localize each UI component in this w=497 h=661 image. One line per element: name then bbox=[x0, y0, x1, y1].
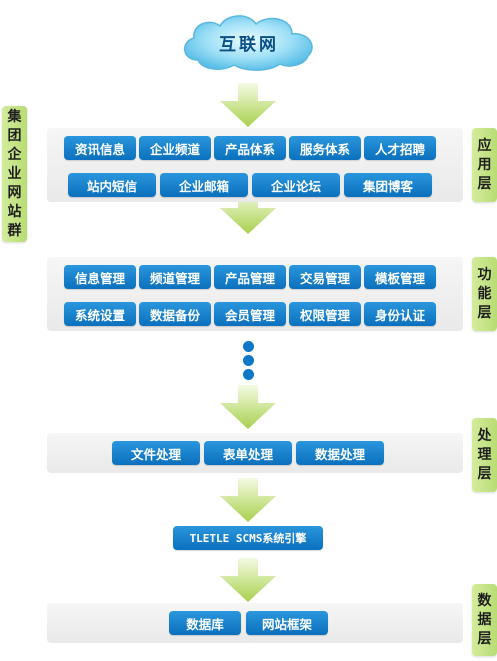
flow-arrow-3 bbox=[218, 385, 278, 429]
tab-char: 据 bbox=[477, 611, 492, 628]
cloud-icon bbox=[184, 15, 313, 71]
func-item-member-mgmt[interactable]: 会员管理 bbox=[214, 302, 286, 326]
app-item-news[interactable]: 资讯信息 bbox=[64, 136, 136, 160]
func-item-template-mgmt[interactable]: 模板管理 bbox=[364, 265, 436, 289]
func-item-info-mgmt[interactable]: 信息管理 bbox=[64, 265, 136, 289]
data-item-database[interactable]: 数据库 bbox=[169, 611, 241, 635]
proc-item-data[interactable]: 数据处理 bbox=[296, 441, 384, 465]
flow-arrow-1 bbox=[218, 83, 278, 127]
func-item-backup[interactable]: 数据备份 bbox=[139, 302, 211, 326]
internet-cloud: 互联网 bbox=[176, 12, 322, 72]
tab-char: 业 bbox=[7, 165, 22, 182]
tab-char: 能 bbox=[477, 285, 492, 302]
ellipsis-dot bbox=[243, 369, 254, 380]
tab-char: 层 bbox=[477, 630, 492, 647]
function-layer-tab: 功 能 层 bbox=[472, 257, 497, 331]
tab-char: 功 bbox=[477, 266, 492, 283]
data-item-framework[interactable]: 网站框架 bbox=[246, 611, 328, 635]
tab-char: 层 bbox=[477, 304, 492, 321]
scms-engine-pill[interactable]: TLETLE SCMS系统引擎 bbox=[173, 526, 323, 550]
application-layer-tab: 应 用 层 bbox=[472, 128, 497, 202]
tab-char: 企 bbox=[7, 146, 22, 163]
tab-char: 层 bbox=[477, 175, 492, 192]
proc-item-form[interactable]: 表单处理 bbox=[204, 441, 292, 465]
tab-char: 网 bbox=[7, 184, 22, 201]
tab-char: 用 bbox=[477, 156, 492, 173]
tab-char: 处 bbox=[477, 427, 492, 444]
app-item-email[interactable]: 企业邮箱 bbox=[160, 173, 248, 197]
app-item-recruitment[interactable]: 人才招聘 bbox=[364, 136, 436, 160]
tab-char: 站 bbox=[7, 203, 22, 220]
enterprise-site-group-tab: 集 团 企 业 网 站 群 bbox=[2, 106, 27, 242]
function-layer-panel: 信息管理 频道管理 产品管理 交易管理 模板管理 系统设置 数据备份 会员管理 … bbox=[47, 257, 463, 331]
app-item-blog[interactable]: 集团博客 bbox=[344, 173, 432, 197]
app-item-products[interactable]: 产品体系 bbox=[214, 136, 286, 160]
func-item-product-mgmt[interactable]: 产品管理 bbox=[214, 265, 286, 289]
func-item-auth[interactable]: 身份认证 bbox=[364, 302, 436, 326]
func-item-trade-mgmt[interactable]: 交易管理 bbox=[289, 265, 361, 289]
app-item-forum[interactable]: 企业论坛 bbox=[252, 173, 340, 197]
tab-char: 应 bbox=[477, 137, 492, 154]
tab-char: 集 bbox=[7, 108, 22, 125]
tab-char: 群 bbox=[7, 222, 22, 239]
internet-label: 互联网 bbox=[219, 34, 279, 55]
tab-char: 理 bbox=[477, 446, 492, 463]
tab-char: 数 bbox=[477, 592, 492, 609]
func-item-permission-mgmt[interactable]: 权限管理 bbox=[289, 302, 361, 326]
app-item-messages[interactable]: 站内短信 bbox=[68, 173, 156, 197]
processing-layer-tab: 处 理 层 bbox=[472, 418, 497, 492]
proc-item-file[interactable]: 文件处理 bbox=[112, 441, 200, 465]
flow-arrow-2 bbox=[218, 190, 278, 234]
func-item-channel-mgmt[interactable]: 频道管理 bbox=[139, 265, 211, 289]
flow-arrow-4 bbox=[218, 478, 278, 522]
processing-layer-panel: 文件处理 表单处理 数据处理 bbox=[47, 433, 463, 473]
flow-arrow-5 bbox=[218, 558, 278, 602]
func-item-settings[interactable]: 系统设置 bbox=[64, 302, 136, 326]
tab-char: 层 bbox=[477, 465, 492, 482]
data-layer-panel: 数据库 网站框架 bbox=[47, 603, 463, 643]
tab-char: 团 bbox=[7, 127, 22, 144]
app-item-channel[interactable]: 企业频道 bbox=[139, 136, 211, 160]
ellipsis-dot bbox=[243, 355, 254, 366]
data-layer-tab: 数 据 层 bbox=[472, 584, 497, 656]
application-layer-panel: 资讯信息 企业频道 产品体系 服务体系 人才招聘 站内短信 企业邮箱 企业论坛 … bbox=[47, 128, 463, 202]
ellipsis-dot bbox=[243, 341, 254, 352]
app-item-services[interactable]: 服务体系 bbox=[289, 136, 361, 160]
